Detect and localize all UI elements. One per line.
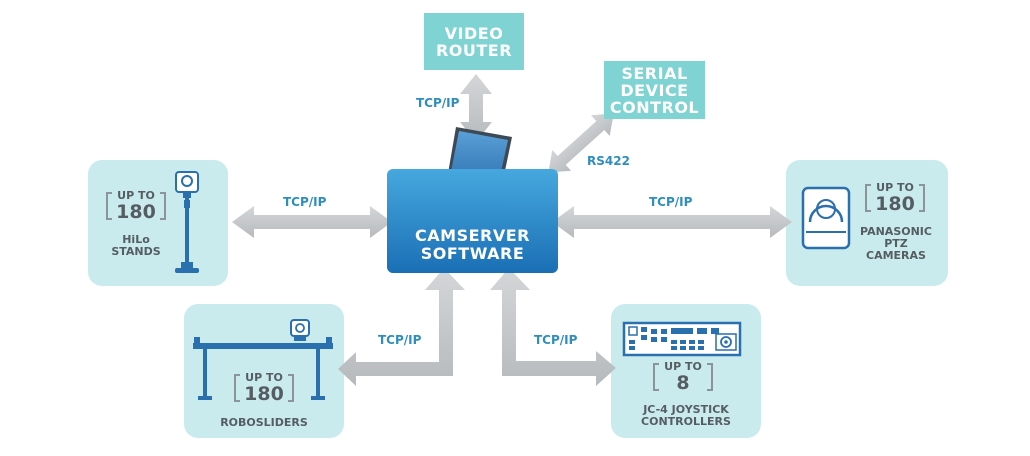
camserver-label-line1: CAMSERVER	[415, 226, 530, 245]
joystick-count: UP TO 8	[653, 360, 713, 394]
ptz-name-line1: PANASONIC	[860, 225, 932, 238]
ptz-count: UP TO 180	[865, 181, 925, 215]
hilo-count: UP TO 180	[106, 189, 166, 223]
arrow-ptz	[552, 206, 792, 238]
slider-count: UP TO 180	[234, 371, 294, 405]
ptz-camera-icon	[801, 186, 851, 250]
slider-upto: UP TO	[245, 371, 283, 384]
arrow-hilo	[232, 206, 392, 238]
arrow-video-router	[460, 74, 492, 142]
video-router-box: VIDEO ROUTER	[424, 13, 524, 70]
slider-link-label: TCP/IP	[378, 333, 422, 347]
serial-device-line3: CONTROL	[609, 97, 700, 117]
joystick-name-line1: JC-4 JOYSTICK	[643, 403, 729, 416]
video-router-line1: VIDEO	[444, 23, 504, 43]
serial-device-line1: SERIAL	[621, 63, 688, 83]
hilo-name: HiLo STANDS	[104, 234, 168, 258]
video-link-label: TCP/IP	[416, 96, 460, 110]
video-router-line2: ROUTER	[435, 40, 513, 60]
hilo-name-line2: STANDS	[111, 245, 161, 258]
arrow-slider	[338, 268, 465, 386]
joystick-controller-icon	[622, 321, 742, 357]
joystick-name-line2: CONTROLLERS	[641, 415, 731, 428]
joystick-name: JC-4 JOYSTICK CONTROLLERS	[620, 404, 752, 428]
joystick-link-label: TCP/IP	[534, 333, 578, 347]
hilo-stand-icon	[175, 171, 199, 273]
ptz-name: PANASONIC PTZ CAMERAS	[852, 226, 940, 262]
joystick-number: 8	[676, 372, 690, 394]
serial-link-label: RS422	[587, 154, 630, 168]
slider-name: ROBOSLIDERS	[220, 416, 308, 429]
ptz-upto: UP TO	[876, 181, 914, 194]
camserver-box	[387, 169, 558, 273]
arrow-joystick	[490, 268, 616, 386]
serial-device-line2: DEVICE	[620, 80, 689, 100]
hilo-upto: UP TO	[117, 189, 155, 202]
serial-device-box: SERIAL DEVICE CONTROL	[604, 61, 705, 119]
hilo-number: 180	[116, 201, 156, 223]
ptz-number: 180	[875, 193, 915, 215]
hilo-name-line1: HiLo	[122, 233, 150, 246]
arrow-serial	[548, 113, 614, 173]
ptz-name-line3: CAMERAS	[866, 249, 926, 262]
joystick-upto: UP TO	[664, 360, 702, 373]
slider-number: 180	[244, 383, 284, 405]
ptz-name-line2: PTZ	[884, 237, 908, 250]
roboslider-icon	[193, 319, 333, 400]
camserver-label-line2: SOFTWARE	[420, 244, 525, 263]
ptz-link-label: TCP/IP	[649, 195, 693, 209]
hilo-panel	[88, 160, 228, 286]
hilo-link-label: TCP/IP	[283, 195, 327, 209]
